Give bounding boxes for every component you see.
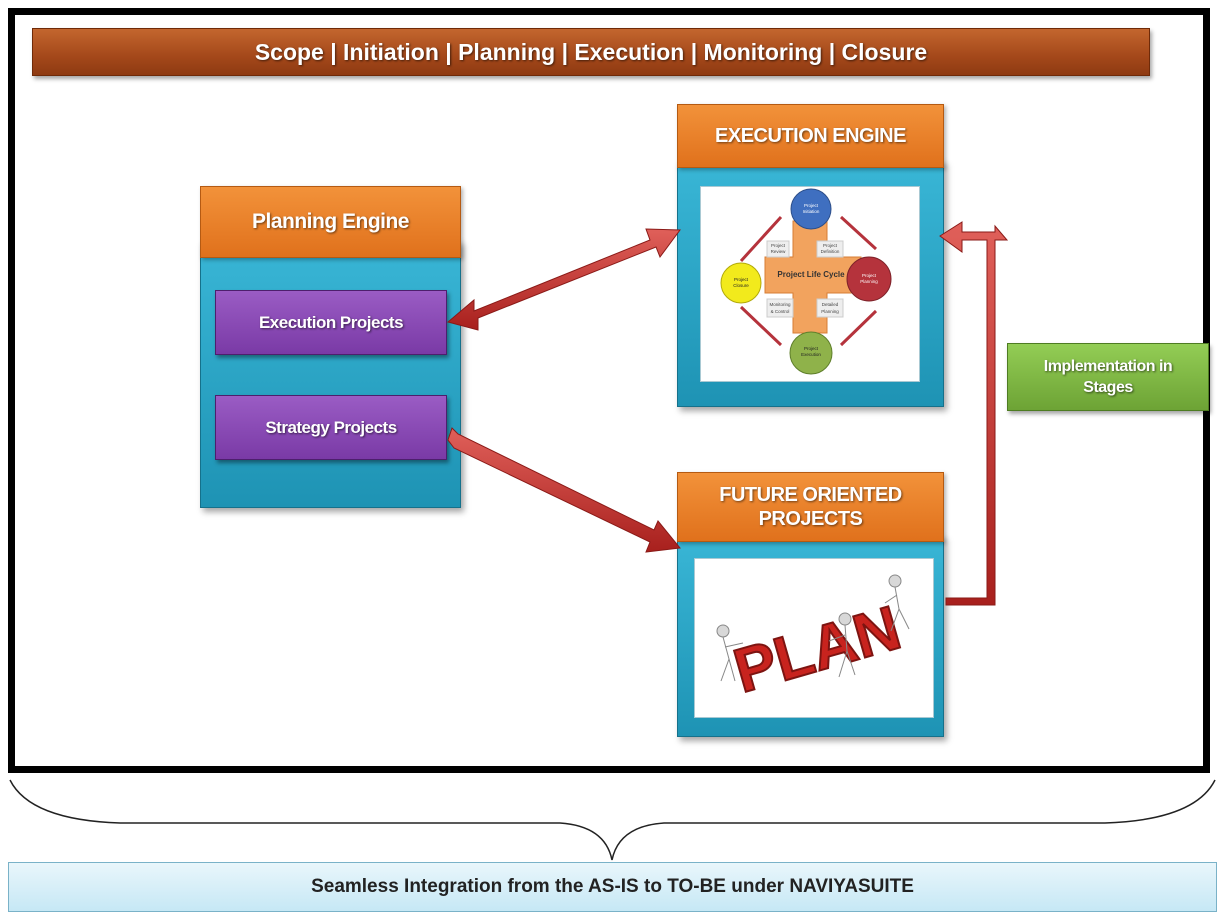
cycle-label-monitoring-2: & Control <box>771 309 790 314</box>
phases-header: Scope | Initiation | Planning | Executio… <box>32 28 1150 76</box>
planning-engine-panel <box>200 240 461 508</box>
cycle-label-definition-1: Project <box>823 243 838 248</box>
plan-image-card: PLAN <box>694 558 934 718</box>
execution-projects-box: Execution Projects <box>215 290 447 355</box>
figure-right <box>884 574 910 632</box>
cycle-label-review-1: Project <box>771 243 786 248</box>
implementation-line2: Stages <box>1083 379 1133 396</box>
node-planning-l2: Planning <box>860 279 878 284</box>
future-projects-title-line1: FUTURE ORIENTED <box>719 484 902 506</box>
footer-banner: Seamless Integration from the AS-IS to T… <box>8 862 1217 912</box>
node-execution-l1: Project <box>804 346 819 351</box>
life-cycle-diagram: Project Life Cycle Project Review Projec… <box>720 188 892 375</box>
cycle-label-review-2: Review <box>771 249 787 254</box>
arrow-strategy-link <box>447 427 681 553</box>
life-cycle-card: Project Life Cycle Project Review Projec… <box>700 186 920 382</box>
implementation-line1: Implementation in <box>1043 358 1173 375</box>
curly-brace <box>9 779 1216 861</box>
cycle-label-detailed-2: Planning <box>821 309 839 314</box>
cycle-label-monitoring-1: Monitoring <box>769 302 791 307</box>
figure-middle <box>828 612 856 678</box>
node-planning-l1: Project <box>862 273 877 278</box>
node-planning <box>846 256 892 302</box>
node-closure-l1: Project <box>734 277 749 282</box>
planning-engine-title: Planning Engine <box>200 186 461 258</box>
node-execution <box>789 331 833 375</box>
future-projects-title-line2: PROJECTS <box>758 508 863 530</box>
center-label: Project Life Cycle <box>777 270 845 279</box>
implementation-box: Implementation in Stages <box>1007 343 1209 411</box>
execution-engine-title: EXECUTION ENGINE <box>677 104 944 168</box>
cycle-label-definition-2: Definition <box>821 249 840 254</box>
figure-left <box>716 624 744 682</box>
arrow-execution-link <box>446 228 681 331</box>
future-projects-title: FUTURE ORIENTED PROJECTS <box>677 472 944 542</box>
node-execution-l2: Execution <box>801 352 821 357</box>
node-initiation <box>790 188 832 230</box>
cycle-label-detailed-1: Detailed <box>822 302 839 307</box>
plan-illustration: PLAN <box>716 574 910 707</box>
node-initiation-l1: Project <box>804 203 819 208</box>
node-closure-l2: Closure <box>733 283 749 288</box>
arrow-implementation-loop <box>939 221 1009 606</box>
node-initiation-l2: Initiation <box>803 209 820 214</box>
strategy-projects-box: Strategy Projects <box>215 395 447 460</box>
node-closure <box>720 262 762 304</box>
